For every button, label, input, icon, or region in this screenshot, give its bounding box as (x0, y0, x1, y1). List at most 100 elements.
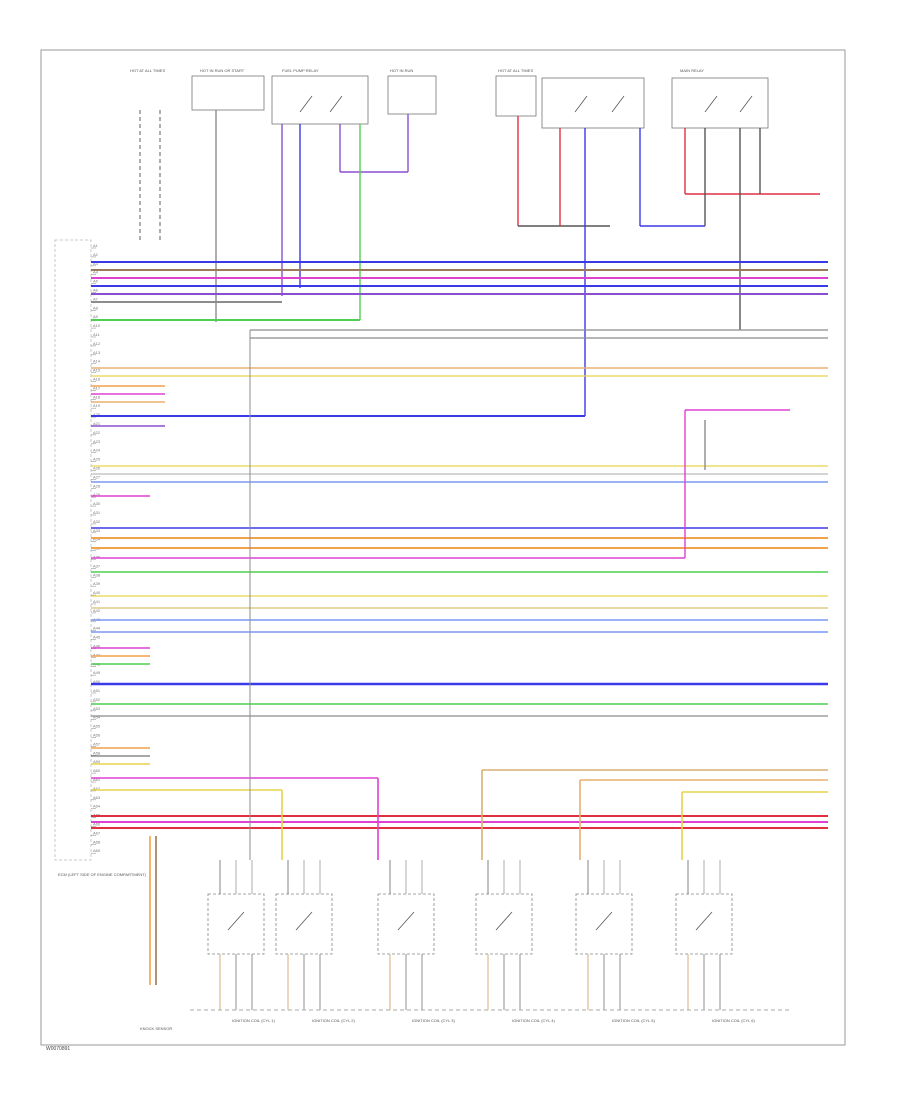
ecm-pin-label: A27 (93, 474, 101, 479)
coil-transistor (595, 911, 613, 931)
top-label-3: FUEL PUMP RELAY (282, 68, 319, 73)
bottom-label-coil3: IGNITION COIL (CYL 3) (412, 1018, 455, 1023)
relay-contacts (299, 95, 753, 113)
ecm-pin-label: A16 (93, 377, 101, 382)
top-components (191, 75, 769, 129)
ecm-pin-stubs: A1A2A3A4A5A6A7A8A9A10A11A12A13A14A15A16A… (91, 243, 101, 854)
ecm-pin-label: A47 (93, 652, 101, 657)
ecm-pin-label: A63 (93, 795, 101, 800)
horizontal-wires (91, 261, 828, 829)
ecm-pin-label: A52 (93, 697, 101, 702)
ecm-pin-label: A5 (93, 279, 99, 284)
coil-transistor (397, 911, 415, 931)
ecm-pin-label: A62 (93, 786, 101, 791)
ecm-pin-label: A14 (93, 359, 101, 364)
ecm-pin-label: A59 (93, 759, 101, 764)
ecm-pin-label: A53 (93, 706, 101, 711)
ecm-pin-label: A34 (93, 537, 101, 542)
ecm-box (54, 239, 92, 861)
ecm-pin-label: A29 (93, 492, 101, 497)
fuse-box-2 (387, 75, 437, 115)
ecm-short-stubs (91, 385, 165, 765)
ecm-pin-label: A58 (93, 750, 101, 755)
ecm-pin-label: A44 (93, 626, 101, 631)
ecm-pin-label: A31 (93, 510, 101, 515)
ecm-pin-label: A28 (93, 483, 101, 488)
coil-transistor (695, 911, 713, 931)
coil-transistor (495, 911, 513, 931)
ecm-pin-label: A50 (93, 679, 101, 684)
ecm-pin-label: A45 (93, 635, 101, 640)
ecm-pin-label: A68 (93, 839, 101, 844)
ecm-pin-label: A17 (93, 385, 101, 390)
relay-box-1 (271, 75, 369, 125)
coil-transistor (295, 911, 313, 931)
ecm-pin-label: A21 (93, 421, 101, 426)
ecm-label: ECM (LEFT SIDE OF ENGINE COMPARTMENT) (58, 872, 147, 877)
ecm-pin-label: A1 (93, 243, 99, 248)
coil-box (575, 893, 633, 955)
ecm-pin-label: A23 (93, 439, 101, 444)
ecm-pin-label: A51 (93, 688, 101, 693)
ecm-pin-label: A38 (93, 572, 101, 577)
coil-box (675, 893, 733, 955)
relay-box-2 (541, 77, 645, 129)
ecm-pin-label: A9 (93, 314, 99, 319)
footer-code: W0070891 (46, 1046, 70, 1052)
top-label-4: HOT IN RUN (390, 68, 413, 73)
bottom-wires (91, 330, 828, 985)
ecm-pin-label: A24 (93, 448, 101, 453)
ecm-pin-label: A67 (93, 830, 101, 835)
ecm-pin-label: A55 (93, 724, 101, 729)
top-label-5: HOT AT ALL TIMES (498, 68, 533, 73)
ecm-pin-label: A46 (93, 644, 101, 649)
ecm-pin-label: A11 (93, 332, 101, 337)
fuse-box-3 (495, 75, 537, 117)
ecm-pin-label: A19 (93, 403, 101, 408)
ecm-pin-label: A64 (93, 804, 101, 809)
fuse-box-1 (191, 75, 265, 111)
ecm-pin-label: A36 (93, 555, 101, 560)
ecm-pin-label: A57 (93, 741, 101, 746)
ecm-pin-label: A26 (93, 466, 101, 471)
ecm-pin-label: A32 (93, 519, 101, 524)
ecm-pin-label: A37 (93, 563, 101, 568)
ecm-pin-label: A2 (93, 252, 99, 257)
ecm-pin-label: A10 (93, 323, 101, 328)
ecm-pin-label: A20 (93, 412, 101, 417)
bottom-label-coil4: IGNITION COIL (CYL 4) (512, 1018, 555, 1023)
ecm-pin-label: A13 (93, 350, 101, 355)
ecm-pin-label: A15 (93, 368, 101, 373)
ecm-pin-label: A39 (93, 581, 101, 586)
top-label-2: HOT IN RUN OR START (200, 68, 245, 73)
coil-box (377, 893, 435, 955)
coil-box (475, 893, 533, 955)
ecm-pin-label: A42 (93, 608, 101, 613)
ecm-pin-label: A56 (93, 733, 101, 738)
bottom-label-knock: KNOCK SENSOR (140, 1026, 172, 1031)
bottom-label-coil5: IGNITION COIL (CYL 5) (612, 1018, 655, 1023)
ecm-pin-label: A33 (93, 528, 101, 533)
ecm-pin-label: A22 (93, 430, 101, 435)
ecm-pin-label: A12 (93, 341, 101, 346)
ecm-pin-label: A8 (93, 305, 99, 310)
ecm-pin-label: A61 (93, 777, 101, 782)
coil-box (207, 893, 265, 955)
coil-box (275, 893, 333, 955)
ecm-pin-label: A40 (93, 590, 101, 595)
ecm-pin-label: A4 (93, 270, 99, 275)
relay-box-3 (671, 77, 769, 129)
right-vertical-wires (684, 409, 790, 558)
bottom-label-coil2: IGNITION COIL (CYL 2) (312, 1018, 355, 1023)
ecm-pin-label: A60 (93, 768, 101, 773)
top-label-1: HOT AT ALL TIMES (130, 68, 165, 73)
ecm-pin-label: A30 (93, 501, 101, 506)
bottom-label-coil6: IGNITION COIL (CYL 6) (712, 1018, 755, 1023)
ecm-pin-label: A7 (93, 296, 99, 301)
ecm-pin-label: A18 (93, 394, 101, 399)
diagram-frame (40, 49, 846, 1046)
ecm-pin-label: A66 (93, 822, 101, 827)
ecm-pin-label: A54 (93, 715, 101, 720)
ecm-pin-label: A49 (93, 670, 101, 675)
